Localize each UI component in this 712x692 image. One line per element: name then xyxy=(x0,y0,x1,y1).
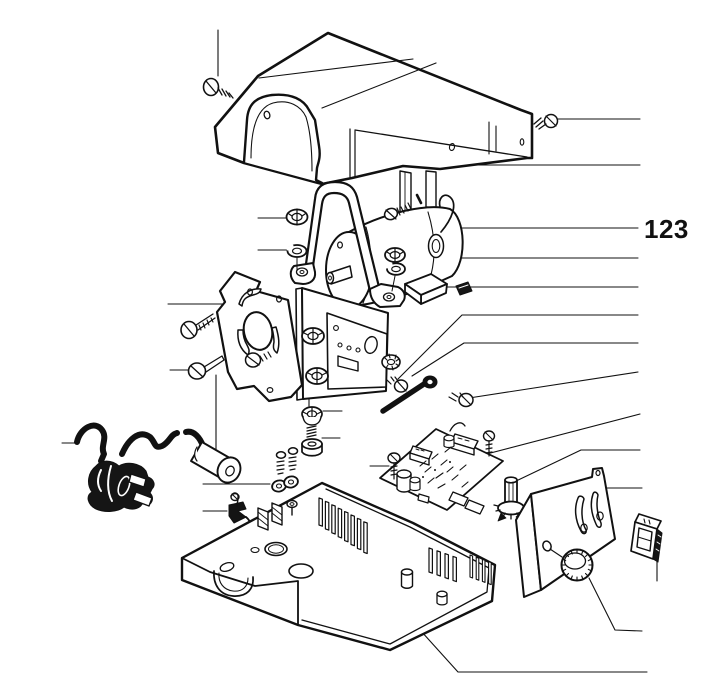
plate-screw-short xyxy=(244,351,272,368)
threaded-stud xyxy=(306,425,317,438)
link-rod xyxy=(380,375,438,414)
control-knob xyxy=(560,548,594,582)
push-nut-motor xyxy=(384,247,406,263)
cable-clamp xyxy=(271,475,299,493)
rubber-mount-block xyxy=(404,273,448,305)
rocker-switch xyxy=(630,513,663,563)
cover-screw xyxy=(202,77,234,99)
tapping-screw-left xyxy=(386,376,409,393)
hex-nut xyxy=(301,438,323,457)
push-nut-upper xyxy=(285,208,309,226)
callout-label-123: 123 xyxy=(644,214,689,244)
lock-washer xyxy=(381,353,401,371)
spring-washer-upper xyxy=(286,244,308,271)
power-plug xyxy=(87,460,155,512)
clamp-screws xyxy=(275,447,299,475)
plate-screw-upper xyxy=(180,313,216,340)
ground-contact xyxy=(228,492,251,529)
board-screw xyxy=(387,452,401,480)
mount-clip xyxy=(455,281,473,296)
power-cord xyxy=(74,422,206,464)
cord-sleeve xyxy=(190,441,242,484)
cover-screw-right xyxy=(533,113,559,130)
front-plate xyxy=(215,270,304,403)
tapping-screw xyxy=(448,392,474,408)
motor-bracket xyxy=(289,180,406,308)
push-nut-lower xyxy=(301,406,323,426)
plate-screw-long xyxy=(187,355,225,380)
leader-lines xyxy=(61,29,658,673)
base-housing xyxy=(180,481,497,652)
side-panel xyxy=(515,467,616,598)
gear-box xyxy=(295,287,389,407)
spring-washer-motor xyxy=(385,262,406,292)
housing-cover xyxy=(213,31,534,186)
circuit-board xyxy=(379,422,504,515)
